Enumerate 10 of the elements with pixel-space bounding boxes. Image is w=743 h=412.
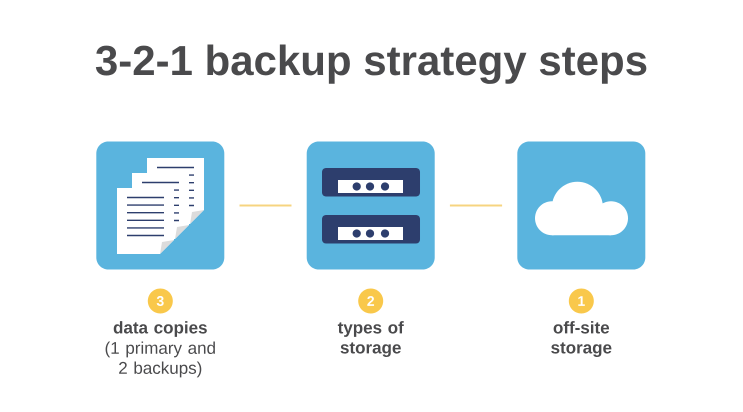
- caption-heading: types of storage: [338, 321, 404, 357]
- connector-line: [240, 204, 292, 206]
- caption-heading: data copies: [114, 321, 207, 337]
- caption-heading: off-site storage: [551, 321, 612, 357]
- connector-line: [450, 204, 502, 206]
- number-badge: 3: [148, 288, 173, 314]
- number-badge: 1: [568, 288, 594, 314]
- caption-text: (1 primary and 2 backups): [106, 342, 215, 378]
- number-badge: 2: [358, 288, 384, 314]
- title: 3-2-1 backup strategy steps: [96, 44, 646, 84]
